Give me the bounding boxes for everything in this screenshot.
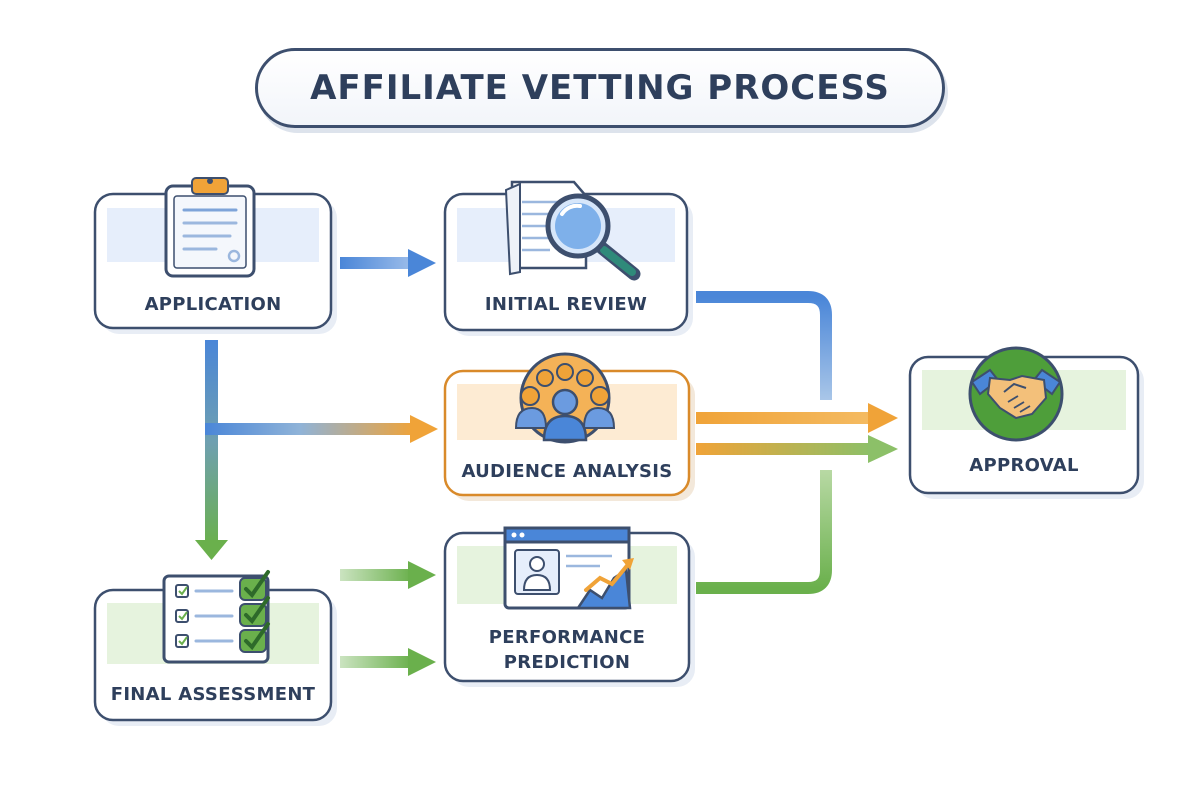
dashboard-chart-icon: [503, 526, 634, 610]
arrow-parallel-to-approval: [696, 435, 898, 463]
stage-label-approval: APPROVAL: [969, 455, 1079, 476]
checklist-icon: [162, 570, 270, 664]
magnifier-document-icon: [504, 180, 641, 281]
stage-label-final-assessment: FINAL ASSESSMENT: [111, 684, 316, 705]
arrow-audience-to-approval: [696, 403, 898, 433]
arrow-application-to-review: [340, 249, 436, 277]
stage-label-performance-line1: PERFORMANCE: [489, 627, 646, 648]
handshake-icon: [968, 346, 1064, 442]
stage-label-application: APPLICATION: [145, 294, 282, 315]
arrow-assessment-to-performance-lower: [340, 648, 436, 676]
connectors: [195, 249, 898, 676]
connector-performance-to-approval: [696, 470, 832, 594]
stage-label-audience-analysis: AUDIENCE ANALYSIS: [461, 461, 672, 482]
arrow-to-audience-analysis: [205, 415, 438, 443]
audience-group-icon: [514, 352, 616, 444]
stage-label-initial-review: INITIAL REVIEW: [485, 294, 647, 315]
connector-review-to-approval: [696, 291, 832, 400]
arrow-assessment-to-performance-upper: [340, 561, 436, 589]
stage-label-performance-line2: PREDICTION: [504, 652, 631, 673]
arrow-application-down: [195, 340, 228, 560]
clipboard-icon: [164, 177, 256, 278]
title-banner: AFFILIATE VETTING PROCESS: [255, 48, 945, 128]
diagram-title: AFFILIATE VETTING PROCESS: [310, 68, 890, 108]
